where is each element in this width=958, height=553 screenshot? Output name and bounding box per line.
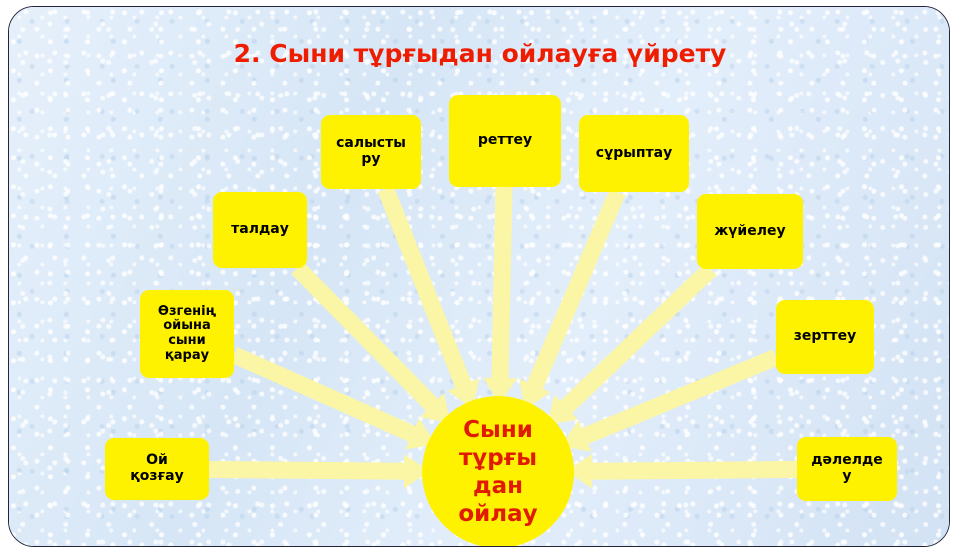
node-suryptau: сұрыптау <box>579 115 689 192</box>
arrow-suryptau-to-center <box>519 188 626 410</box>
node-zertteu: зерттеу <box>776 300 874 374</box>
arrow-salystyru-to-center <box>377 185 480 409</box>
node-daleldeu: дәлелде у <box>797 437 897 501</box>
node-ozgenin: Өзгенің ойына сыни қарау <box>140 290 234 378</box>
center-node: Сыни тұрғы дан ойлау <box>422 396 574 546</box>
node-oi-qozgau: Ой қозғау <box>105 438 209 500</box>
node-rettey: реттеу <box>449 95 561 187</box>
arrow-zertteu-to-center <box>560 349 780 452</box>
node-taldau: талдау <box>213 192 307 268</box>
arrow-taldau-to-center <box>291 262 451 424</box>
node-zhuyeleu: жүйелеу <box>697 194 803 269</box>
arrow-rettey-to-center <box>483 186 517 404</box>
page-title: 2. Сыни тұрғыдан ойлауға үйрету <box>233 39 727 68</box>
arrow-oi-qozgau-to-center <box>208 454 430 489</box>
arrow-ozgenin-to-center <box>230 347 436 450</box>
node-salystyru: салысты ру <box>321 115 421 189</box>
arrow-connectors <box>208 185 798 489</box>
arrow-daleldeu-to-center <box>566 454 798 489</box>
arrow-zhuyeleu-to-center <box>547 262 717 426</box>
slide-canvas: 2. Сыни тұрғыдан ойлауға үйрету салысты … <box>8 6 950 547</box>
